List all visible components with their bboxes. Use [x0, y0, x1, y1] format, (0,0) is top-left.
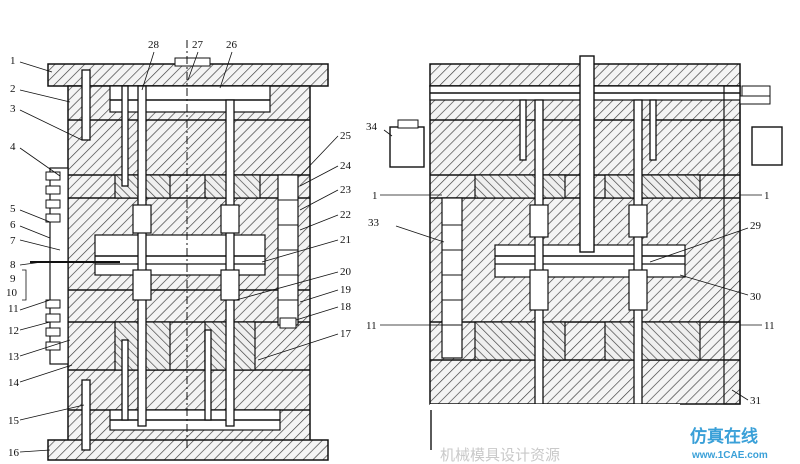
- label-16: 16: [8, 447, 20, 459]
- label-33: 33: [368, 217, 380, 229]
- left-section-view: [30, 40, 329, 461]
- watermark-faint-text: 机械模具设计资源: [440, 446, 560, 464]
- label-9: 9: [10, 273, 16, 285]
- label-2: 2: [10, 83, 16, 95]
- label-10: 10: [6, 287, 18, 299]
- label-17: 17: [340, 328, 352, 340]
- label-19: 19: [340, 284, 352, 296]
- right-cylinder: [751, 126, 783, 166]
- top-runner-cavity: [109, 85, 271, 113]
- watermark: 机械模具设计资源 仿真在线 www.1CAE.com: [440, 426, 768, 464]
- label-11: 11: [8, 303, 19, 315]
- label-23: 23: [340, 184, 352, 196]
- label-12: 12: [8, 325, 19, 337]
- label-14: 14: [8, 377, 20, 389]
- label-5: 5: [10, 203, 16, 215]
- label-34: 34: [366, 121, 378, 133]
- label-7: 7: [10, 235, 16, 247]
- label-21: 21: [340, 234, 351, 246]
- label-1: 1: [10, 55, 16, 67]
- label-11-left: 11: [366, 320, 377, 332]
- label-30: 30: [750, 291, 762, 303]
- label-15: 15: [8, 415, 20, 427]
- right-leaders: [380, 129, 762, 401]
- left-leaders: [19, 51, 339, 453]
- label-18: 18: [340, 301, 352, 313]
- label-24: 24: [340, 160, 352, 172]
- label-1-left: 1: [372, 190, 378, 202]
- label-22: 22: [340, 209, 351, 221]
- label-6: 6: [10, 219, 16, 231]
- watermark-en: www.1CAE.com: [691, 450, 768, 461]
- label-1-right: 1: [764, 190, 770, 202]
- label-4: 4: [10, 141, 16, 153]
- label-28: 28: [148, 39, 160, 51]
- label-31: 31: [750, 395, 761, 407]
- right-part-labels: 34 1 1 33 29 30 11 11 31: [366, 121, 775, 407]
- label-13: 13: [8, 351, 20, 363]
- label-3: 3: [10, 103, 16, 115]
- sprue-bushing: [579, 55, 595, 253]
- parting-zone: [94, 234, 266, 276]
- label-26: 26: [226, 39, 238, 51]
- label-29: 29: [750, 220, 762, 232]
- right-section-view: [389, 55, 783, 405]
- label-25: 25: [340, 130, 352, 142]
- label-8: 8: [10, 259, 16, 271]
- label-20: 20: [340, 266, 352, 278]
- left-part-labels: 1 2 3 4 5 6 7 8 9 10 11 12 13 14 15 16 2…: [6, 39, 352, 459]
- label-11-right: 11: [764, 320, 775, 332]
- label-27: 27: [192, 39, 204, 51]
- blank-overlay: [430, 404, 680, 464]
- watermark-cn: 仿真在线: [690, 426, 758, 447]
- left-cylinder: [389, 126, 425, 168]
